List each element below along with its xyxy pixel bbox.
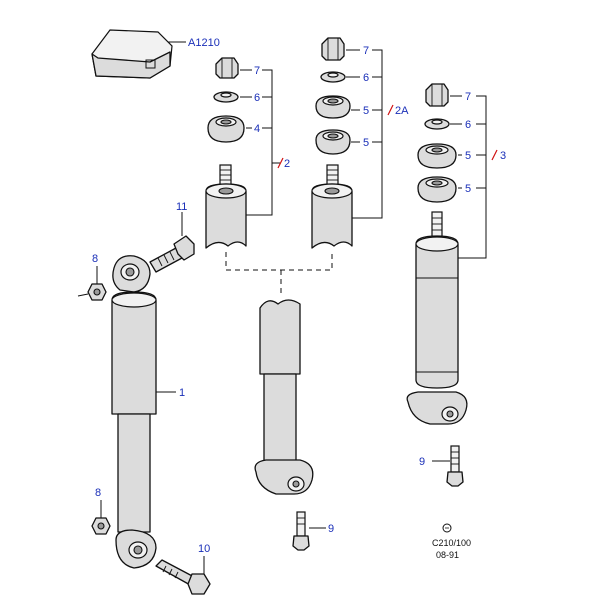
callout-group-2: 2 <box>284 158 290 170</box>
drawing-reference: C210/100 08-91 <box>432 523 471 560</box>
callout-4-left: 4 <box>254 123 260 135</box>
upper-mount-stack-right <box>406 83 468 425</box>
callout-9-right: 9 <box>419 456 425 468</box>
group-2-marker: 2 <box>277 157 290 170</box>
callout-11: 11 <box>176 201 187 213</box>
drawing-date: 08-91 <box>436 550 459 560</box>
callout-a1210: A1210 <box>188 37 220 49</box>
callout-group-3: 3 <box>500 150 506 162</box>
nut-8-lower <box>91 517 111 535</box>
nut-8-upper <box>77 283 107 301</box>
callout-9-middle: 9 <box>328 523 334 535</box>
bolt-11 <box>149 235 195 273</box>
drawing-code: C210/100 <box>432 538 471 548</box>
callout-5-middle-upper: 5 <box>363 105 369 117</box>
bolt-9-right <box>446 445 464 487</box>
callout-6-right: 6 <box>465 119 471 131</box>
callout-5-right-lower: 5 <box>465 183 471 195</box>
callout-1: 1 <box>179 387 185 399</box>
callout-7-right: 7 <box>465 91 471 103</box>
callout-8-lower: 8 <box>95 487 101 499</box>
callout-7-middle: 7 <box>363 45 369 57</box>
group-3-marker: 3 <box>491 149 506 162</box>
callout-5-right-upper: 5 <box>465 150 471 162</box>
protective-cap-part <box>91 29 186 79</box>
callout-6-middle: 6 <box>363 72 369 84</box>
callout-7-left: 7 <box>254 65 260 77</box>
callout-group-2a: 2A <box>395 105 409 117</box>
group-2a-marker: 2A <box>387 104 409 117</box>
shock-absorber-1 <box>111 255 157 569</box>
bolt-10 <box>155 559 211 595</box>
callout-10: 10 <box>198 543 210 555</box>
callout-6-left: 6 <box>254 92 260 104</box>
callout-5-middle-lower: 5 <box>363 137 369 149</box>
bolt-9-middle <box>292 511 310 551</box>
callout-8-upper: 8 <box>92 253 98 265</box>
upper-mount-stack-middle <box>311 37 353 249</box>
middle-shock-lower-body <box>254 299 314 495</box>
upper-mount-stack-left <box>205 57 247 249</box>
